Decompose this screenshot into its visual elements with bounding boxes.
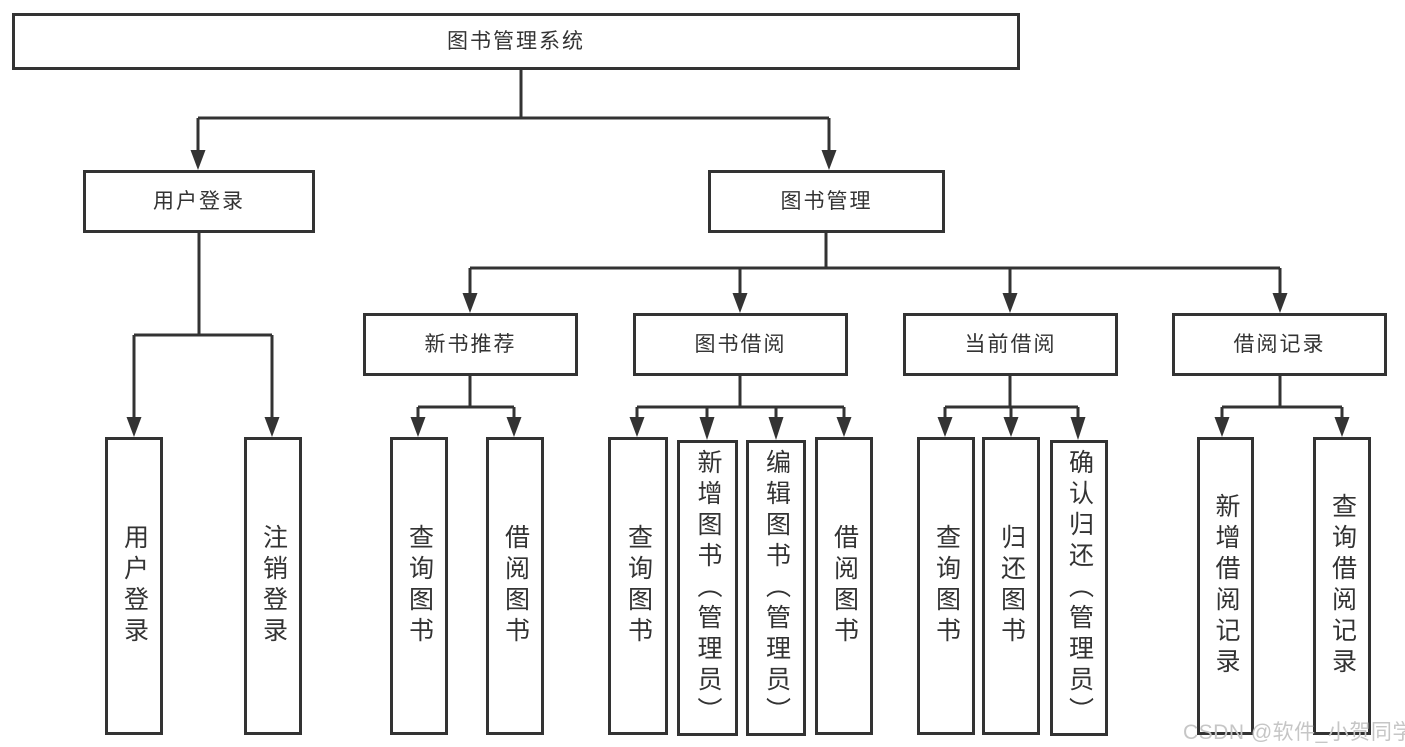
- node-label: 确认归还（管理员）: [1065, 448, 1094, 728]
- node-leaf-user-login: 用户登录: [105, 437, 163, 735]
- node-leaf-add-book-admin: 新增图书（管理员）: [677, 440, 738, 736]
- node-label: 用户登录: [120, 524, 149, 648]
- node-label: 新增图书（管理员）: [694, 448, 722, 728]
- node-label: 查询图书: [624, 524, 653, 648]
- node-label: 借阅记录: [1233, 333, 1326, 356]
- node-leaf-query-borrow-record: 查询借阅记录: [1313, 437, 1371, 735]
- node-label: 注销登录: [259, 524, 288, 648]
- node-label: 查询图书: [405, 524, 434, 648]
- node-book-management: 图书管理: [708, 170, 945, 233]
- node-label: 查询借阅记录: [1328, 493, 1357, 679]
- node-leaf-confirm-return-admin: 确认归还（管理员）: [1050, 440, 1108, 736]
- node-user-login: 用户登录: [83, 170, 315, 233]
- csdn-watermark: CSDN @软件_小贺同学: [1183, 721, 1405, 744]
- node-borrow-record: 借阅记录: [1172, 313, 1387, 376]
- node-label: 新增借阅记录: [1212, 493, 1240, 679]
- node-label: 查询图书: [932, 524, 961, 648]
- node-new-book-recommend: 新书推荐: [363, 313, 578, 376]
- node-label: 当前借阅: [964, 333, 1057, 356]
- node-leaf-borrow-book: 借阅图书: [815, 437, 873, 735]
- node-leaf-query-book-recommend: 查询图书: [390, 437, 448, 735]
- node-leaf-edit-book-admin: 编辑图书（管理员）: [746, 440, 806, 736]
- node-current-borrow: 当前借阅: [903, 313, 1118, 376]
- node-leaf-add-borrow-record: 新增借阅记录: [1197, 437, 1254, 735]
- node-label: 图书管理: [780, 190, 873, 213]
- node-leaf-logout: 注销登录: [244, 437, 302, 735]
- node-leaf-query-book-borrow: 查询图书: [608, 437, 668, 735]
- node-label: 新书推荐: [424, 333, 517, 356]
- node-leaf-borrow-book-recommend: 借阅图书: [486, 437, 544, 735]
- node-root-system: 图书管理系统: [12, 13, 1020, 70]
- node-label: 借阅图书: [501, 524, 530, 648]
- node-label: 图书管理系统: [447, 30, 585, 53]
- node-label: 用户登录: [153, 190, 245, 213]
- node-label: 归还图书: [997, 524, 1026, 648]
- node-label: 图书借阅: [694, 333, 787, 356]
- node-label: 借阅图书: [830, 524, 859, 648]
- node-leaf-query-book-current: 查询图书: [917, 437, 975, 735]
- node-label: 编辑图书（管理员）: [762, 448, 791, 728]
- arrowheads: [126, 150, 1350, 440]
- node-leaf-return-book: 归还图书: [982, 437, 1040, 735]
- node-book-borrow: 图书借阅: [633, 313, 848, 376]
